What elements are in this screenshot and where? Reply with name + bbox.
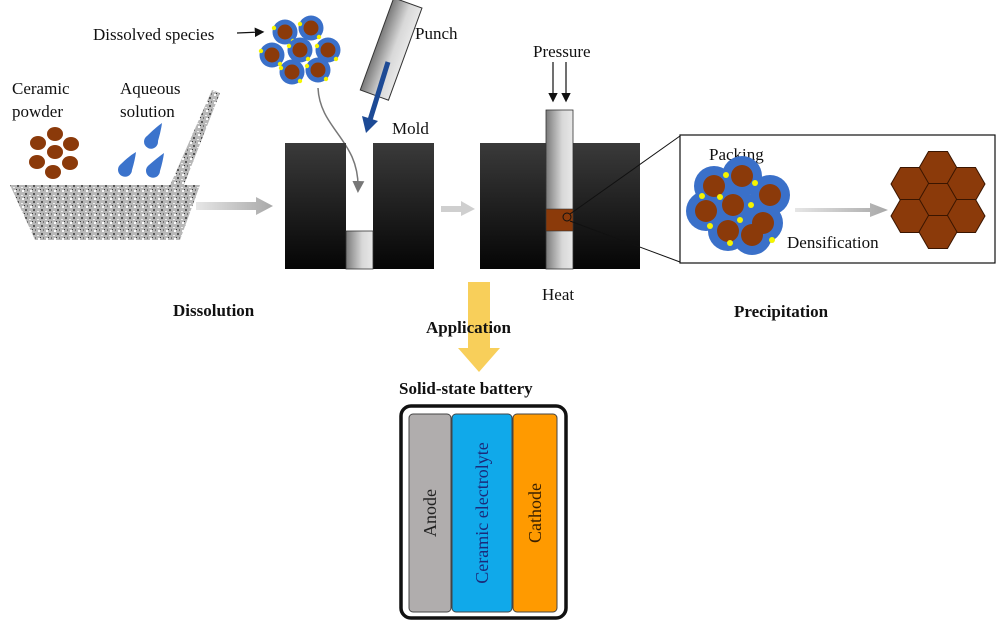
packing-particle <box>695 200 717 222</box>
punch-arrow-head <box>362 116 378 133</box>
precipitation-label: Precipitation <box>734 302 829 321</box>
packing-dot <box>769 237 775 243</box>
mortar <box>10 185 200 240</box>
densification-arrow <box>795 203 888 217</box>
packing-dot <box>748 202 754 208</box>
packing-dot <box>727 240 733 246</box>
battery-layer-ceramic-electrolyte: Ceramic electrolyte <box>451 413 513 613</box>
powder-particle <box>62 156 78 170</box>
packing-dot <box>707 223 713 229</box>
aqueous-label-2: solution <box>120 102 175 121</box>
magnify-circle <box>562 212 572 222</box>
dissolved-particle <box>314 37 341 63</box>
grain-hex <box>918 215 958 249</box>
densified-hex-grid <box>890 151 986 249</box>
powder-particle <box>29 155 45 169</box>
dissolved-particle <box>286 37 313 63</box>
packing-particle <box>741 224 763 246</box>
powder-particle <box>63 137 79 151</box>
packing-dot <box>723 172 729 178</box>
powder-particle <box>30 136 46 150</box>
battery-layer-cathode: Cathode <box>512 413 558 613</box>
battery-layer-label: Ceramic electrolyte <box>472 442 492 583</box>
powder-particle <box>45 165 61 179</box>
dissolved-particle <box>297 15 324 41</box>
zoom-line-bottom <box>569 220 681 263</box>
aqueous-label-1: Aqueous <box>120 79 180 98</box>
battery-layer-label: Anode <box>420 489 440 537</box>
ceramic-powder-label-1: Ceramic <box>12 79 70 98</box>
dissolved-species-pointer <box>236 27 265 38</box>
battery-title: Solid-state battery <box>399 379 533 398</box>
dissolved-particle <box>304 57 331 83</box>
packing-particle <box>759 184 781 206</box>
application-arrow-shaft <box>468 282 490 348</box>
packing-dot <box>717 194 723 200</box>
packing-particle <box>722 194 744 216</box>
application-label: Application <box>426 318 512 337</box>
process-arrow-2 <box>441 201 475 216</box>
packing-particle <box>703 175 725 197</box>
pressure-label: Pressure <box>533 42 591 61</box>
packing-dot <box>737 217 743 223</box>
mold-right-wall <box>373 143 434 269</box>
dissolution-label: Dissolution <box>173 301 255 320</box>
dissolved-species-cluster <box>258 15 341 85</box>
ceramic-powder-label-2: powder <box>12 102 63 121</box>
zoom-line-top <box>569 135 681 215</box>
application-arrow-head <box>458 348 500 372</box>
battery-layer-label: Cathode <box>525 483 545 543</box>
dissolved-particle <box>258 42 285 68</box>
punch-arrow <box>367 61 391 121</box>
process-arrow-1 <box>196 197 273 215</box>
packing-dot <box>699 193 705 199</box>
water-drops <box>118 123 164 178</box>
punch <box>359 0 423 101</box>
ceramic-powder-particles <box>29 127 79 179</box>
packing-particle <box>717 220 739 242</box>
water-drop-icon <box>146 153 164 178</box>
heat-label: Heat <box>542 285 574 304</box>
mold-left-wall <box>285 143 346 269</box>
water-drop-icon <box>118 152 136 177</box>
dissolved-species-label: Dissolved species <box>93 25 214 44</box>
fill-mold-arrow <box>317 87 365 193</box>
ceramic-pellet <box>545 208 574 232</box>
mold-bottom-punch <box>345 230 374 270</box>
battery-layers: Anode Ceramic electrolyte Cathode <box>408 413 558 613</box>
water-drop-icon <box>144 123 162 149</box>
powder-particle <box>47 127 63 141</box>
punch-label: Punch <box>415 24 458 43</box>
packing-cluster <box>686 156 790 255</box>
packing-particle <box>731 165 753 187</box>
mold-label: Mold <box>392 119 429 138</box>
pestle <box>168 90 220 190</box>
pressing-punch <box>545 109 574 270</box>
densification-label: Densification <box>787 233 879 252</box>
powder-particle <box>47 145 63 159</box>
battery-layer-anode: Anode <box>408 413 452 613</box>
dissolved-particle <box>278 59 305 85</box>
packing-dot <box>752 180 758 186</box>
